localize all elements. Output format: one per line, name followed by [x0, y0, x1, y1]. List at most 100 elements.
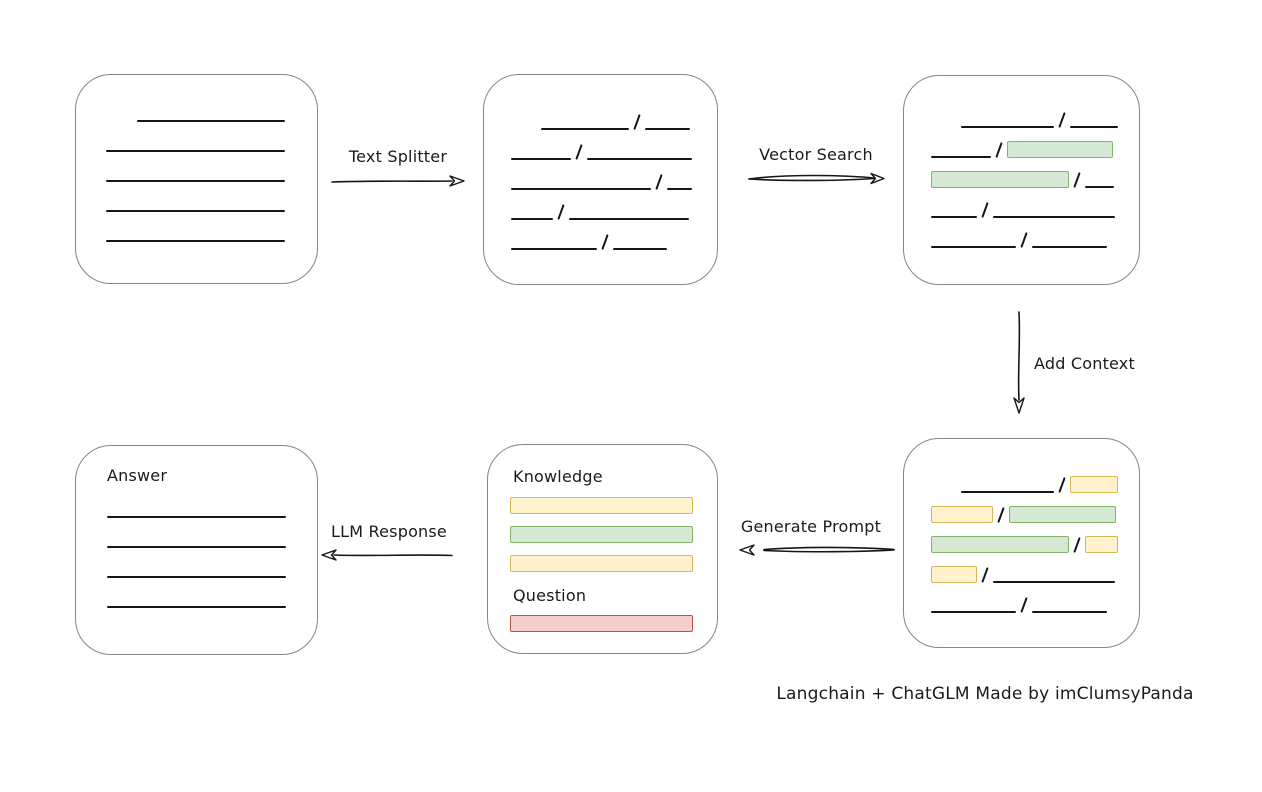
chunk-row	[931, 553, 1118, 583]
question-label: Question	[513, 586, 587, 605]
slash-separator	[633, 114, 641, 130]
text-splitter-arrow	[331, 175, 465, 187]
chunk-row	[931, 463, 1118, 493]
text-line	[931, 611, 1016, 613]
chunk-row	[511, 130, 692, 160]
yellow-chunk-bar	[931, 566, 977, 583]
red-bar	[510, 615, 693, 632]
text-line	[667, 188, 692, 190]
slash-separator	[995, 142, 1003, 158]
yellow-chunk-bar	[1070, 476, 1118, 493]
answer-label: Answer	[107, 466, 168, 485]
chunk-row	[511, 190, 692, 220]
add-context-label: Add Context	[1034, 354, 1135, 373]
text-line	[106, 210, 285, 212]
text-line	[569, 218, 689, 220]
text-line	[106, 180, 285, 182]
yellow-bar	[510, 497, 693, 514]
answer-node: Answer	[75, 445, 318, 655]
text-line	[1070, 126, 1118, 128]
text-line	[645, 128, 690, 130]
green-chunk-bar	[1007, 141, 1113, 158]
question-bars	[510, 615, 693, 644]
slash-separator	[1073, 172, 1081, 188]
knowledge-bars	[510, 497, 693, 584]
text-line	[1032, 611, 1107, 613]
chunk-row	[931, 188, 1118, 218]
green-chunk-bar	[931, 536, 1069, 553]
text-line	[511, 248, 597, 250]
chunk-row	[511, 100, 692, 130]
split-chunks-node	[483, 74, 718, 285]
green-chunk-bar	[1009, 506, 1116, 523]
chunk-row	[931, 493, 1118, 523]
green-bar	[510, 526, 693, 543]
text-line	[107, 606, 286, 608]
text-line	[961, 491, 1054, 493]
text-line	[107, 576, 286, 578]
add-context-arrow	[1013, 311, 1025, 414]
chunk-rows	[931, 463, 1118, 613]
chunk-rows	[931, 98, 1118, 248]
chunk-row	[931, 218, 1118, 248]
text-line	[106, 240, 285, 242]
yellow-chunk-bar	[1085, 536, 1118, 553]
text-line	[106, 150, 285, 152]
text-line	[137, 120, 285, 122]
chunk-row	[511, 160, 692, 190]
prompt-node: Knowledge Question	[487, 444, 718, 654]
credit-text: Langchain + ChatGLM Made by imClumsyPand…	[776, 684, 1194, 704]
chunk-row	[931, 583, 1118, 613]
text-line	[993, 216, 1115, 218]
text-line	[961, 126, 1054, 128]
text-splitter-label: Text Splitter	[348, 147, 448, 166]
text-line	[931, 216, 977, 218]
text-line	[1085, 186, 1114, 188]
slash-separator	[601, 234, 609, 250]
slash-separator	[655, 174, 663, 190]
vector-search-arrow	[748, 172, 885, 185]
chunk-row	[931, 158, 1118, 188]
answer-text-lines	[107, 516, 286, 636]
yellow-bar	[510, 555, 693, 572]
document-text-lines	[106, 120, 285, 270]
text-line	[931, 156, 991, 158]
llm-response-label: LLM Response	[331, 522, 447, 541]
chunk-row	[511, 220, 692, 250]
source-document-node	[75, 74, 318, 284]
text-line	[541, 128, 629, 130]
slash-separator	[1020, 232, 1028, 248]
text-line	[613, 248, 667, 250]
text-line	[993, 581, 1115, 583]
green-chunk-bar	[931, 171, 1069, 188]
generate-prompt-label: Generate Prompt	[740, 517, 882, 536]
chunk-row	[931, 128, 1118, 158]
slash-separator	[1058, 112, 1066, 128]
slash-separator	[557, 204, 565, 220]
chunk-rows	[511, 100, 692, 250]
text-line	[107, 546, 286, 548]
slash-separator	[575, 144, 583, 160]
yellow-chunk-bar	[931, 506, 993, 523]
text-line	[107, 516, 286, 518]
slash-separator	[981, 202, 989, 218]
chunk-row	[931, 523, 1118, 553]
generate-prompt-arrow	[739, 544, 895, 556]
vector-search-result-node	[903, 75, 1140, 285]
knowledge-label: Knowledge	[513, 467, 603, 486]
text-line	[511, 158, 571, 160]
vector-search-label: Vector Search	[759, 145, 873, 164]
text-line	[1032, 246, 1107, 248]
slash-separator	[1020, 597, 1028, 613]
text-line	[587, 158, 692, 160]
text-line	[931, 246, 1016, 248]
text-line	[511, 188, 651, 190]
slash-separator	[981, 567, 989, 583]
slash-separator	[997, 507, 1005, 523]
text-line	[511, 218, 553, 220]
context-chunks-node	[903, 438, 1140, 648]
slash-separator	[1058, 477, 1066, 493]
llm-response-arrow	[321, 549, 453, 561]
chunk-row	[931, 98, 1118, 128]
